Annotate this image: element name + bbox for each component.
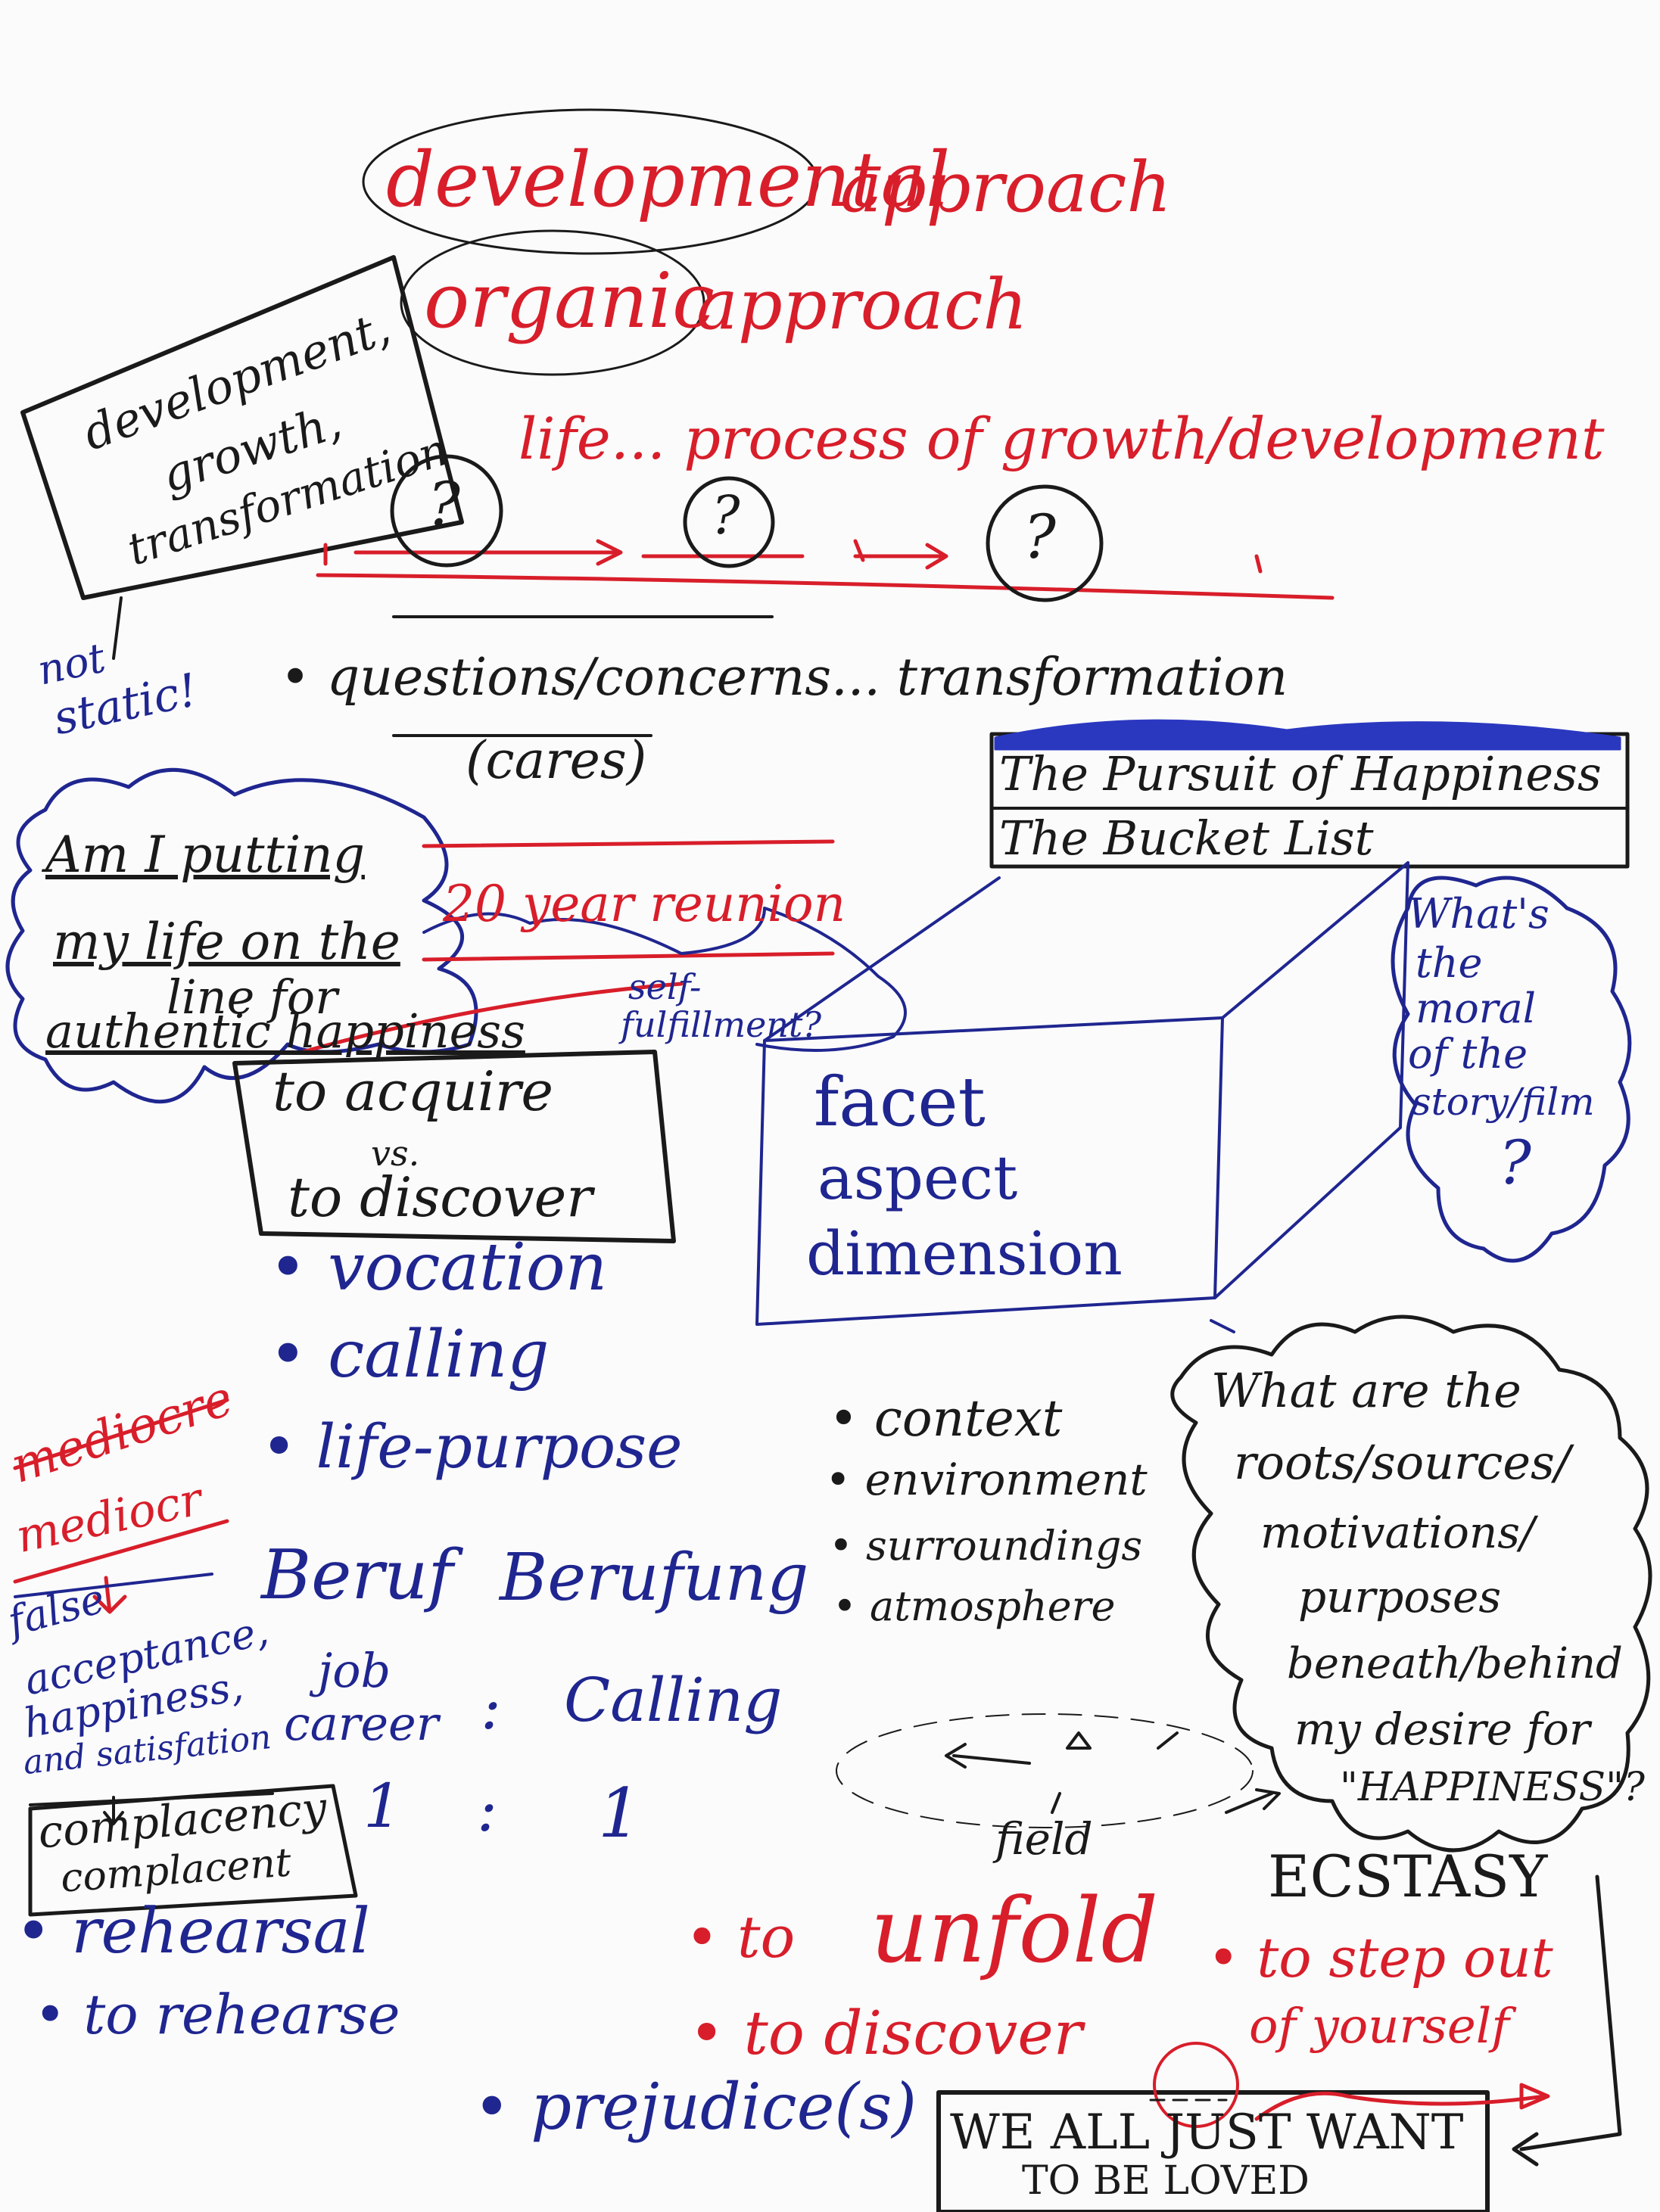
question-mark-2: ? <box>712 484 740 546</box>
questions-line: • questions/concerns... transformation <box>280 648 1288 708</box>
roots-l6: my desire for <box>1294 1703 1590 1755</box>
reunion-text: 20 year reunion <box>443 875 846 933</box>
facet-l3: dimension <box>806 1218 1123 1289</box>
developmental-circle <box>362 108 819 255</box>
field-text: field <box>995 1813 1093 1865</box>
question-circle-2 <box>683 476 775 568</box>
berufung: Berufung <box>500 1540 809 1616</box>
approach-word-2: approach <box>696 264 1028 345</box>
cares-text: (cares) <box>466 731 647 791</box>
cloud-l1: Am I putting <box>45 826 365 884</box>
list-life-purpose: • life-purpose <box>261 1411 683 1482</box>
organic-circle <box>400 229 705 376</box>
roots-l2: roots/sources/ <box>1234 1435 1571 1490</box>
red-circle <box>1153 2042 1239 2128</box>
roots-l4: purposes <box>1298 1571 1502 1622</box>
field-ellipse <box>836 1713 1254 1828</box>
development-box <box>20 255 464 600</box>
rehearsal-l2: • to rehearse <box>34 1983 400 2046</box>
loved-l2: TO BE LOVED <box>1022 2158 1310 2204</box>
roots-l1: What are the <box>1211 1363 1521 1418</box>
beruf: Beruf <box>261 1535 453 1615</box>
film-2: The Bucket List <box>999 810 1374 866</box>
approach-word-1: approach <box>840 147 1172 228</box>
facet-l2: aspect <box>818 1143 1018 1213</box>
fulfillment-text: fulfillment? <box>621 1004 822 1045</box>
ratio-colon: : <box>477 1775 497 1845</box>
life-line: life... process of growth/development <box>519 405 1605 472</box>
calling-word: Calling <box>564 1665 783 1735</box>
step-out-l2: of yourself <box>1249 1999 1509 2055</box>
facet-l1: facet <box>814 1062 986 1142</box>
acquire-l3: to discover <box>288 1165 593 1229</box>
career: career <box>284 1696 439 1751</box>
prejudice-text: • prejudice(s) <box>473 2070 917 2144</box>
acquire-l2: vs. <box>371 1133 420 1174</box>
moral-l2: the <box>1416 939 1483 987</box>
organic-word: organic <box>424 257 715 345</box>
complacency-box <box>28 1784 358 1917</box>
moral-l5: story/film <box>1412 1080 1595 1124</box>
moral-cloud <box>1391 876 1632 1263</box>
question-mark-3: ? <box>1023 502 1056 572</box>
moral-l4: of the <box>1408 1030 1528 1078</box>
question-circle-3 <box>986 484 1104 602</box>
film-1: The Pursuit of Happiness <box>999 746 1602 801</box>
context-3: • surroundings <box>829 1522 1143 1570</box>
ratio-left: 1 <box>363 1771 402 1841</box>
ecstasy-text: ECSTASY <box>1268 1843 1548 1910</box>
context-2: • environment <box>825 1454 1148 1505</box>
cloud-l3: line for <box>167 969 338 1025</box>
unfold-word: unfold <box>870 1878 1158 1983</box>
beruf-colon: : <box>481 1672 501 1743</box>
list-vocation: • vocation <box>269 1230 608 1305</box>
left-cloud <box>5 767 478 1104</box>
question-mark-1: ? <box>428 469 460 540</box>
list-calling: • calling <box>269 1317 550 1392</box>
loved-l1: WE ALL JUST WANT <box>950 2105 1464 2161</box>
acquire-box <box>232 1050 676 1243</box>
developmental-word: developmental <box>386 135 951 224</box>
cloud-l4: authentic happiness <box>45 1003 525 1059</box>
roots-cloud <box>1170 1314 1652 1853</box>
to-discover: • to discover <box>689 1998 1082 2068</box>
moral-l3: moral <box>1416 985 1536 1032</box>
timeline-line <box>316 573 1335 600</box>
self-text: self- <box>628 966 702 1007</box>
question-circle-1 <box>390 454 503 568</box>
unfold-to: • to <box>685 1903 796 1971</box>
roots-l5: beneath/behind <box>1287 1639 1623 1688</box>
context-4: • atmosphere <box>833 1582 1116 1630</box>
context-1: • context <box>829 1389 1063 1448</box>
job: job <box>318 1643 391 1698</box>
cloud-l2: my life on the <box>53 913 400 971</box>
ratio-right: 1 <box>598 1774 642 1853</box>
acquire-l1: to acquire <box>273 1059 553 1123</box>
moral-l6: ? <box>1499 1128 1531 1198</box>
roots-l3: motivations/ <box>1260 1507 1535 1558</box>
loved-box <box>936 2090 1490 2212</box>
moral-l1: What's <box>1408 890 1549 938</box>
rehearsal-l1: • rehearsal <box>15 1896 370 1968</box>
step-out-l1: • to step out <box>1207 1926 1553 1990</box>
roots-l7: "HAPPINESS"? <box>1340 1765 1645 1810</box>
